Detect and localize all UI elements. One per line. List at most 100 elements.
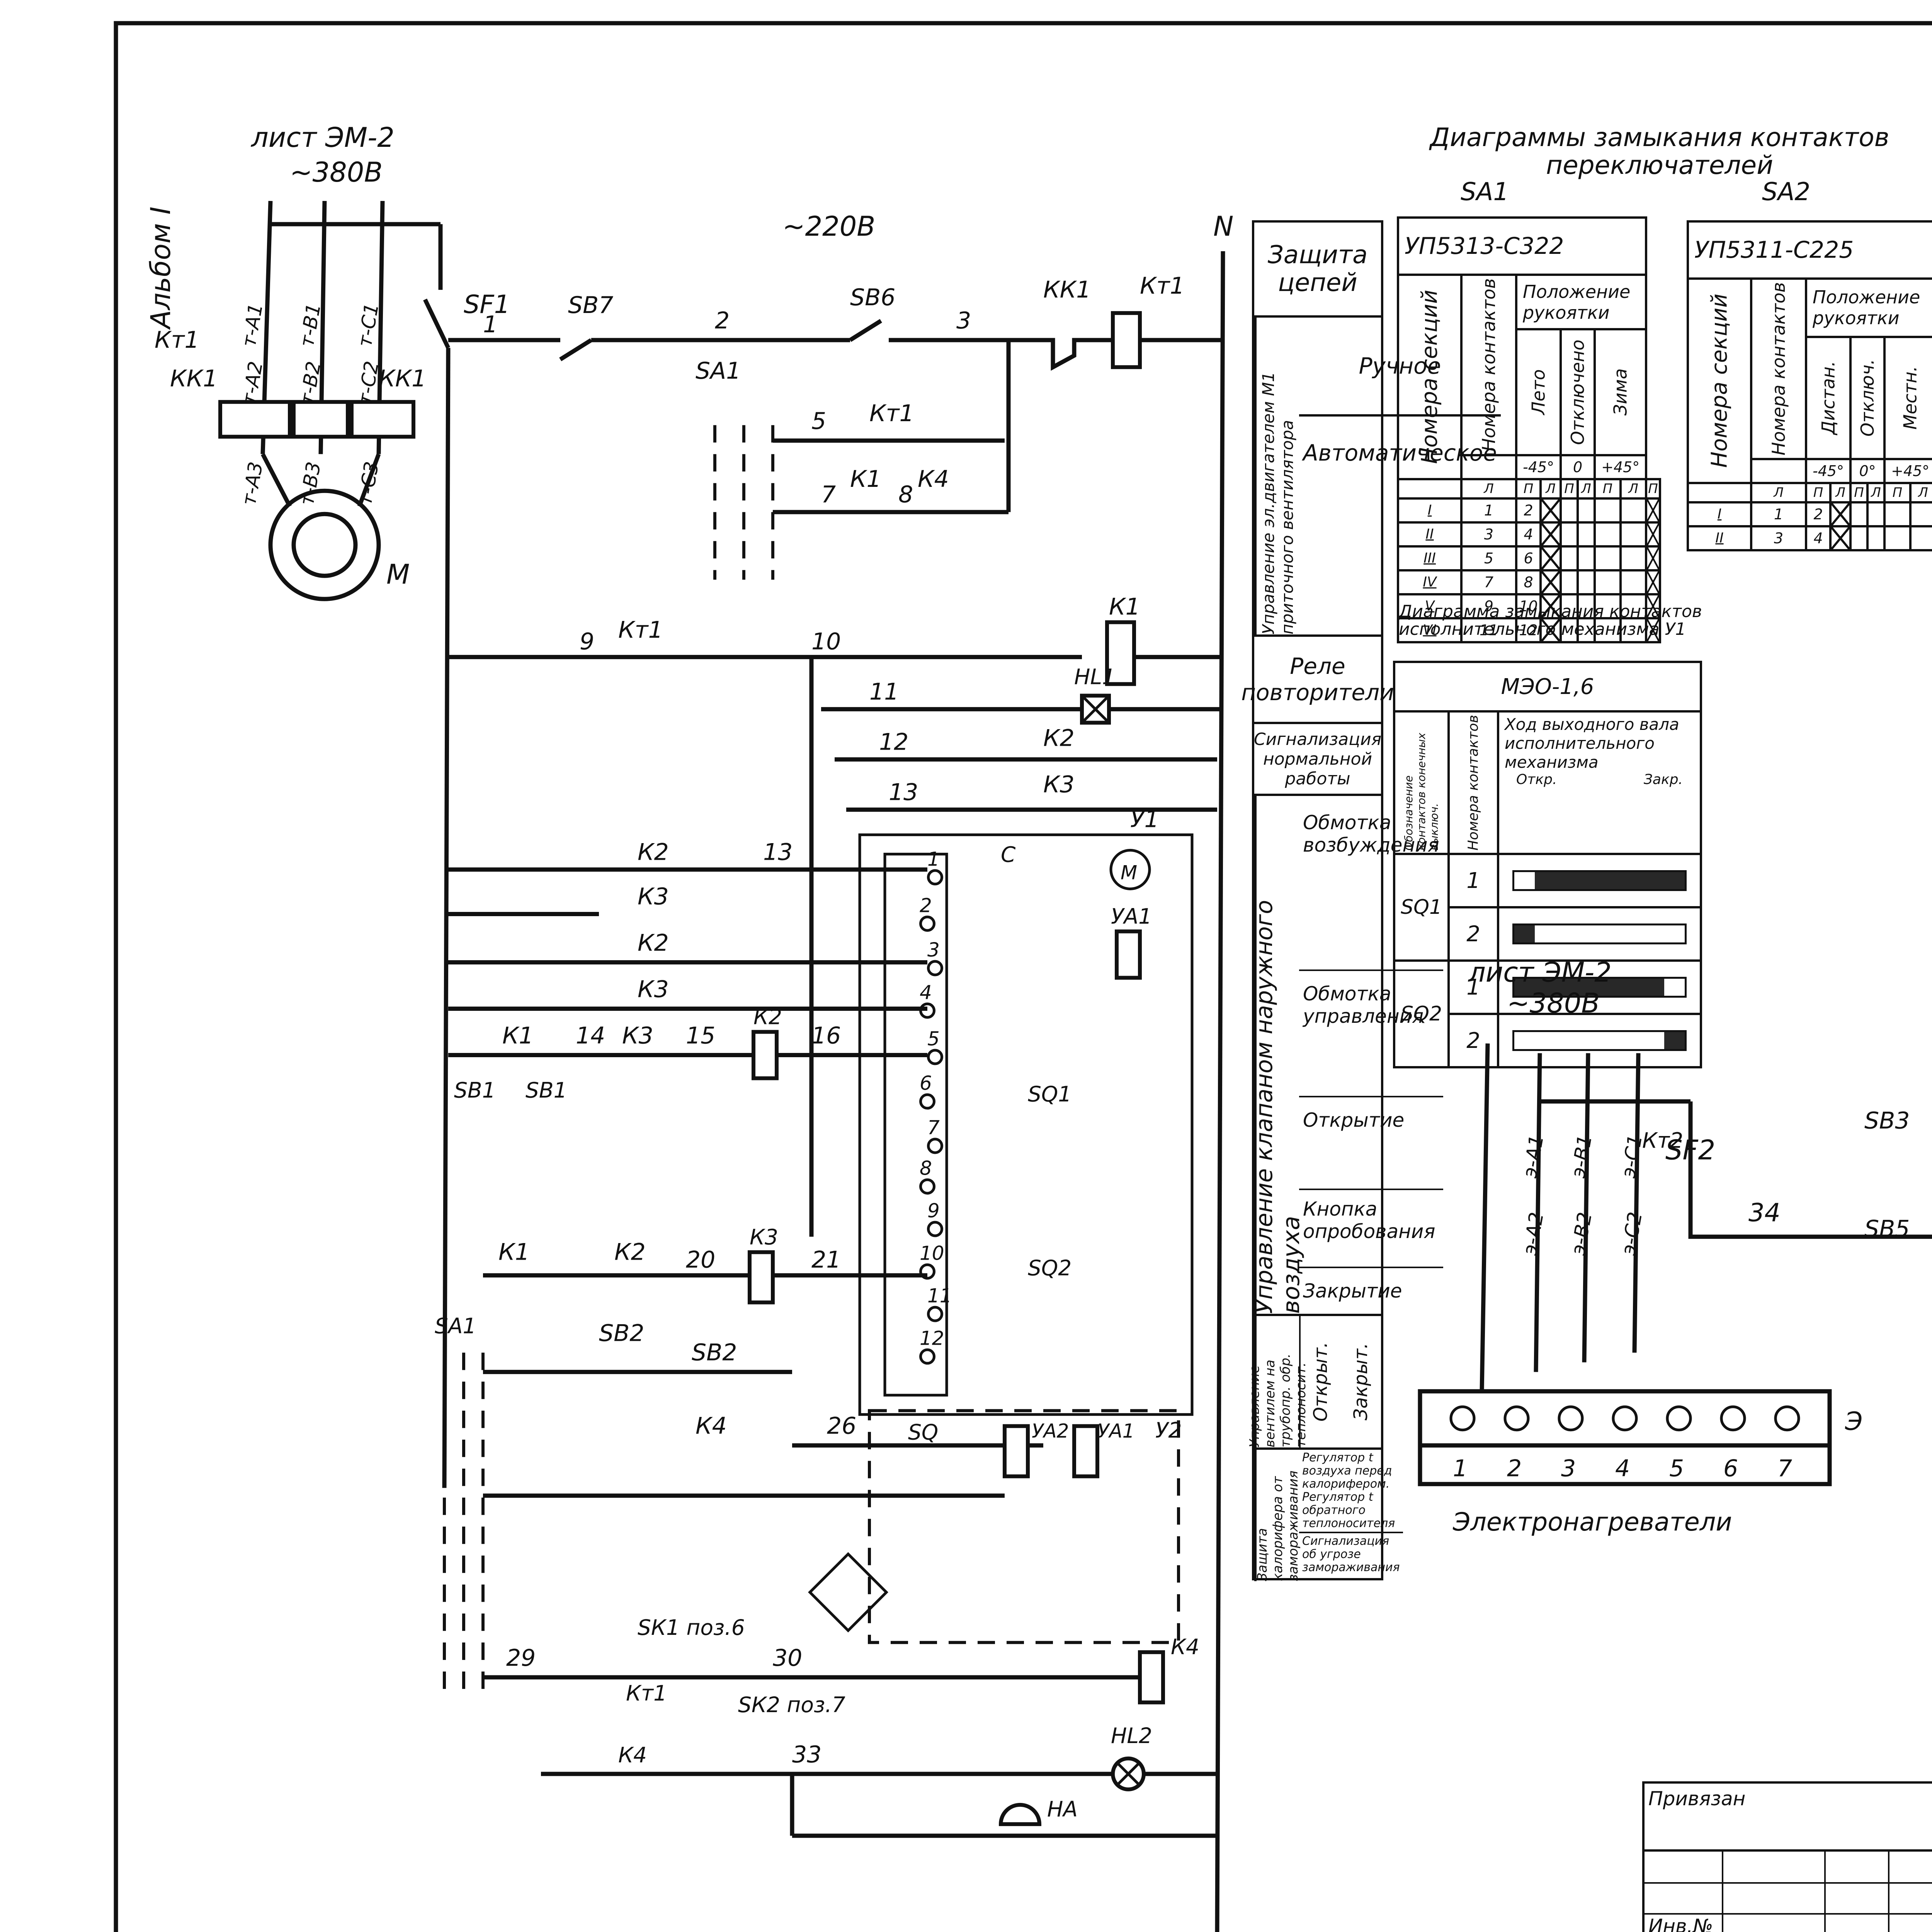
ya2-label: УА2 [1032, 1420, 1069, 1442]
function-header: Защита цепей [1254, 223, 1381, 318]
sb1-label-b: SB1 [526, 1078, 567, 1103]
actuator-col-travel-label: Ход выходного вала исполнительного механ… [1505, 715, 1679, 772]
wire-label-34: 34 [1748, 1199, 1781, 1228]
sa1-closed-mark [1539, 497, 1562, 524]
sa1-open-cell [1577, 497, 1596, 524]
function-test-button: Кнопка опробования [1299, 1190, 1443, 1269]
sa1-closed-mark [1539, 545, 1562, 571]
sa1-lr-cell: П [1645, 478, 1661, 500]
ya1-coil [1115, 929, 1142, 980]
actuator-diagram-title: Диаграмма замыкания контактов исполнител… [1399, 602, 1702, 639]
actuator-closed-zone [1514, 925, 1535, 943]
sa2-contact-cell: 2 [1804, 501, 1832, 527]
sa1-section-cell: VI [1397, 617, 1463, 643]
k1-aux-label: К1 [850, 466, 881, 493]
kk1-label-left: КК1 [170, 365, 218, 392]
sa2-angle-2: 0° [1849, 457, 1886, 484]
sa1-section-cell: II [1397, 521, 1463, 548]
sa1-open-cell [1577, 593, 1596, 619]
sa1-closed-mark [1645, 569, 1661, 595]
function-closing: Закрытие [1303, 1280, 1402, 1303]
wire-label-12: 12 [879, 728, 908, 755]
sa1-open-cell [1594, 593, 1622, 619]
svg-text:10: 10 [920, 1242, 944, 1265]
k3-nc-label: К3 [1043, 771, 1075, 798]
sa1-contact-cell: 6 [1515, 545, 1542, 571]
wire-34 [1688, 1101, 1864, 1239]
sa1-contact-cell: 4 [1515, 521, 1542, 548]
sa1-open-cell [1619, 617, 1648, 643]
function-frost-signal: Сигнализация об угрозе замораживания [1302, 1534, 1400, 1574]
sa1-closed-mark [1539, 569, 1562, 595]
actuator-col-number: Номера контактов [1449, 711, 1498, 854]
ya1-label: УА1 [1111, 904, 1152, 929]
y1-actuator-box [858, 833, 1194, 1416]
wire-label-27: 26 [827, 1413, 856, 1440]
k1-coil-label: К1 [1109, 593, 1140, 620]
k2-coil [752, 1030, 779, 1080]
album-label: Альбом I [145, 207, 177, 330]
sa2-lr-cell: Л [1866, 481, 1886, 503]
sa2-lr-cell: П [1883, 481, 1912, 503]
sa1-contact-cell: 11 [1460, 617, 1517, 643]
sa1-open-cell [1560, 617, 1579, 643]
function-excitation: Обмотка возбуждения [1299, 796, 1443, 971]
sb7-label: SB7 [568, 292, 613, 319]
sa1-open-cell [1594, 545, 1622, 571]
wire-label-13: 13 [889, 779, 918, 806]
ya2-coil [1003, 1424, 1030, 1478]
sa1-model: УП5313-С322 [1396, 216, 1648, 276]
function-opening: Открытие [1299, 1097, 1443, 1190]
y1-motor-label: М [1121, 861, 1137, 884]
k2-row13-label: К2 [638, 929, 669, 956]
rectifier-bridge [808, 1552, 888, 1633]
function-group-valve-label: Управление вентилем на трубопр. обр. теп… [1247, 1316, 1309, 1447]
svg-text:т-А1: т-А1 [238, 302, 267, 349]
sa1-lr-cell: П [1594, 478, 1622, 500]
wire-label-14: 13 [763, 838, 793, 866]
heater-terminals: 1 2 3 4 5 6 7 [1449, 1405, 1800, 1482]
sa1-open-cell [1577, 545, 1596, 571]
sa2-pos-remote: Дистан. [1806, 337, 1851, 459]
sa1-col-contacts: Номера контактов [1461, 275, 1516, 455]
sa2-angle-3: +45° [1883, 457, 1932, 484]
ya1-y2-coil [1072, 1424, 1099, 1478]
sa1-angle-1: -45° [1515, 454, 1562, 480]
sa1-open-cell [1619, 569, 1648, 595]
k4-row27-label: К4 [696, 1413, 727, 1440]
actuator-row: 2 [1394, 1013, 1702, 1069]
svg-text:э-А2: э-А2 [1519, 1211, 1548, 1257]
sa2-open-cell [1849, 501, 1869, 527]
km1-power-label: Кт1 [155, 327, 199, 354]
sa2-closed-mark [1829, 501, 1852, 527]
sq2-label: SQ2 [1028, 1256, 1071, 1281]
function-manual: Ручное [1299, 318, 1501, 417]
wire-label-15: 14 [576, 1022, 605, 1049]
sb7-contact [559, 338, 592, 361]
sk2-label: SК2 поз.7 [738, 1692, 845, 1717]
function-group-damper: Управление клапаном наружного воздуха Об… [1251, 796, 1443, 1316]
motor-label: M [386, 558, 410, 590]
sa2-diagram-title: SA2 [1762, 178, 1811, 206]
sa1-contact-cell: 7 [1460, 569, 1517, 595]
function-group-motor: Управление эл.двигателем М1 приточного в… [1254, 318, 1501, 637]
sa1-open-cell [1619, 545, 1648, 571]
heater-terminal-block [1418, 1389, 1832, 1486]
km1-k1-label: Кт1 [618, 616, 663, 643]
heater-n-wire [1480, 1043, 1490, 1391]
actuator-travel-bar [1512, 977, 1687, 998]
sa1-col-position: Положение рукоятки [1515, 273, 1648, 331]
ha-label: НА [1047, 1797, 1078, 1821]
svg-text:3: 3 [1561, 1455, 1576, 1482]
actuator-travel-bar [1512, 870, 1687, 891]
sa1-contact-cell: 1 [1460, 497, 1517, 524]
heater-phase-a [1534, 1053, 1542, 1372]
km1-coil [1111, 311, 1142, 369]
actuator-contact-cell: 2 [1447, 1013, 1500, 1069]
sb6-contact [849, 319, 882, 342]
sb2-label-a: SB2 [599, 1320, 644, 1347]
function-valve-open: Открыт. [1299, 1316, 1341, 1447]
